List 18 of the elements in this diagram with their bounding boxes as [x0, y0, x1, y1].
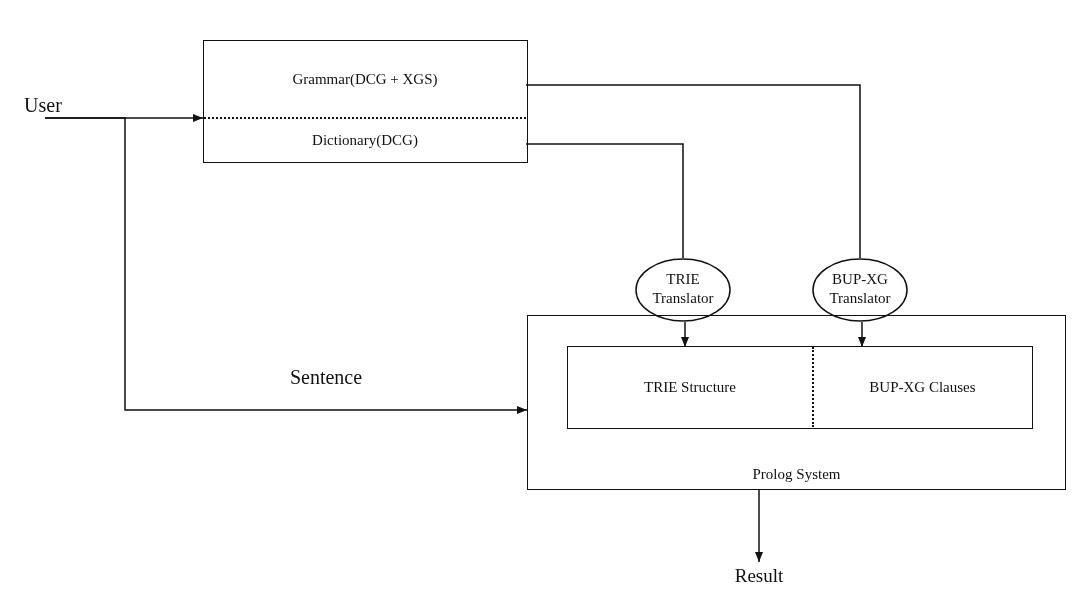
- arrow: [44, 117, 528, 414]
- node-label: Result: [733, 565, 785, 587]
- node-label: User: [23, 93, 63, 117]
- system-box: [527, 315, 1066, 490]
- node-label: Grammar(DCG + XGS): [291, 70, 439, 88]
- node-label: TRIE Structure: [642, 378, 738, 396]
- node-label: Dictionary(DCG): [311, 131, 419, 149]
- arrow: [755, 489, 763, 563]
- connector-line: [525, 143, 684, 259]
- arrow: [858, 321, 866, 348]
- node-label: BUP-XG Translator: [828, 270, 892, 308]
- group-box: [567, 346, 1033, 429]
- group-box: [203, 40, 528, 163]
- arrow: [681, 321, 689, 348]
- connector-line: [525, 84, 861, 259]
- node-label: Prolog System: [751, 466, 842, 483]
- node-label: BUP-XG Clauses: [868, 378, 977, 396]
- node-label: TRIE Translator: [651, 270, 715, 308]
